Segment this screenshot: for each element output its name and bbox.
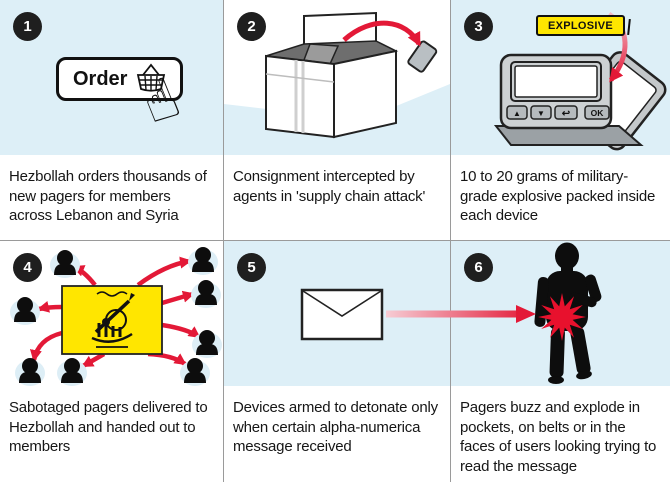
- member-head-icon: [57, 358, 87, 386]
- panel-5-illustration: 5: [224, 241, 450, 386]
- panel-step-4: 4: [0, 240, 223, 482]
- member-head-icon: [50, 250, 80, 278]
- red-arrow: [342, 20, 422, 47]
- pager-icon: ▲ ▼ ↩ OK: [493, 11, 667, 151]
- panel-step-5: 5 Devices armed to detonate only when ce…: [223, 240, 450, 482]
- pager-ok-label: OK: [591, 108, 605, 118]
- step-badge-6: 6: [464, 253, 493, 282]
- envelope-icon: [300, 288, 384, 341]
- pager-device-small: [407, 40, 438, 73]
- step-1-caption: Hezbollah orders thousands of new pagers…: [9, 168, 207, 224]
- member-head-icon: [15, 358, 45, 386]
- step-badge-5: 5: [237, 253, 266, 282]
- pager-back-button: [554, 105, 578, 120]
- panel-3-illustration: 3 EXPLOSIVE: [451, 0, 670, 155]
- pager-up-button: [506, 105, 528, 120]
- panel-step-3: 3 EXPLOSIVE: [450, 0, 670, 240]
- step-badge-1: 1: [13, 12, 42, 41]
- panel-1-illustration: 1 Order ☝: [0, 0, 223, 155]
- hezbollah-flag: [61, 285, 163, 355]
- step-badge-2: 2: [237, 12, 266, 41]
- pager-down-button: [530, 105, 552, 120]
- back-arrow-icon: ↩: [562, 109, 571, 120]
- hezbollah-emblem: [91, 291, 135, 348]
- panel-step-2: 2 Con: [223, 0, 450, 240]
- pager-screen: [514, 65, 598, 98]
- up-arrow-icon: ▲: [513, 109, 521, 118]
- panel-2-illustration: 2: [224, 0, 450, 155]
- panel-step-6: 6 Pagers buzz and explode in pockets, on: [450, 240, 670, 482]
- person-silhouette: [534, 242, 602, 384]
- panel-6-illustration: 6: [451, 241, 670, 386]
- member-head-icon: [10, 297, 40, 325]
- explosion-star-icon: [538, 293, 586, 341]
- pager-ok-button: [584, 105, 610, 120]
- step-6-caption: Pagers buzz and explode in pockets, on b…: [460, 399, 657, 475]
- down-arrow-icon: ▼: [537, 109, 545, 118]
- step-5-caption: Devices armed to detonate only when cert…: [233, 399, 438, 455]
- step-3-caption: 10 to 20 grams of military-grade explosi…: [460, 168, 656, 224]
- step-4-caption: Sabotaged pagers delivered to Hezbollah …: [9, 399, 208, 455]
- step-badge-4: 4: [13, 253, 42, 282]
- member-head-icon: [191, 280, 221, 308]
- order-button-label: Order: [73, 67, 128, 90]
- shipping-box-icon: [224, 11, 450, 155]
- order-button: Order: [56, 57, 183, 101]
- distribution-diagram: [10, 247, 222, 386]
- step-2-caption: Consignment intercepted by agents in 'su…: [233, 168, 426, 205]
- panel-4-illustration: 4: [0, 241, 223, 386]
- explosive-tag: EXPLOSIVE: [536, 15, 626, 36]
- basket-icon: [136, 63, 166, 92]
- member-head-icon: [188, 247, 218, 275]
- panel-step-1: 1 Order ☝ Hezbollah orders thousands of …: [0, 0, 223, 240]
- step-badge-3: 3: [464, 12, 493, 41]
